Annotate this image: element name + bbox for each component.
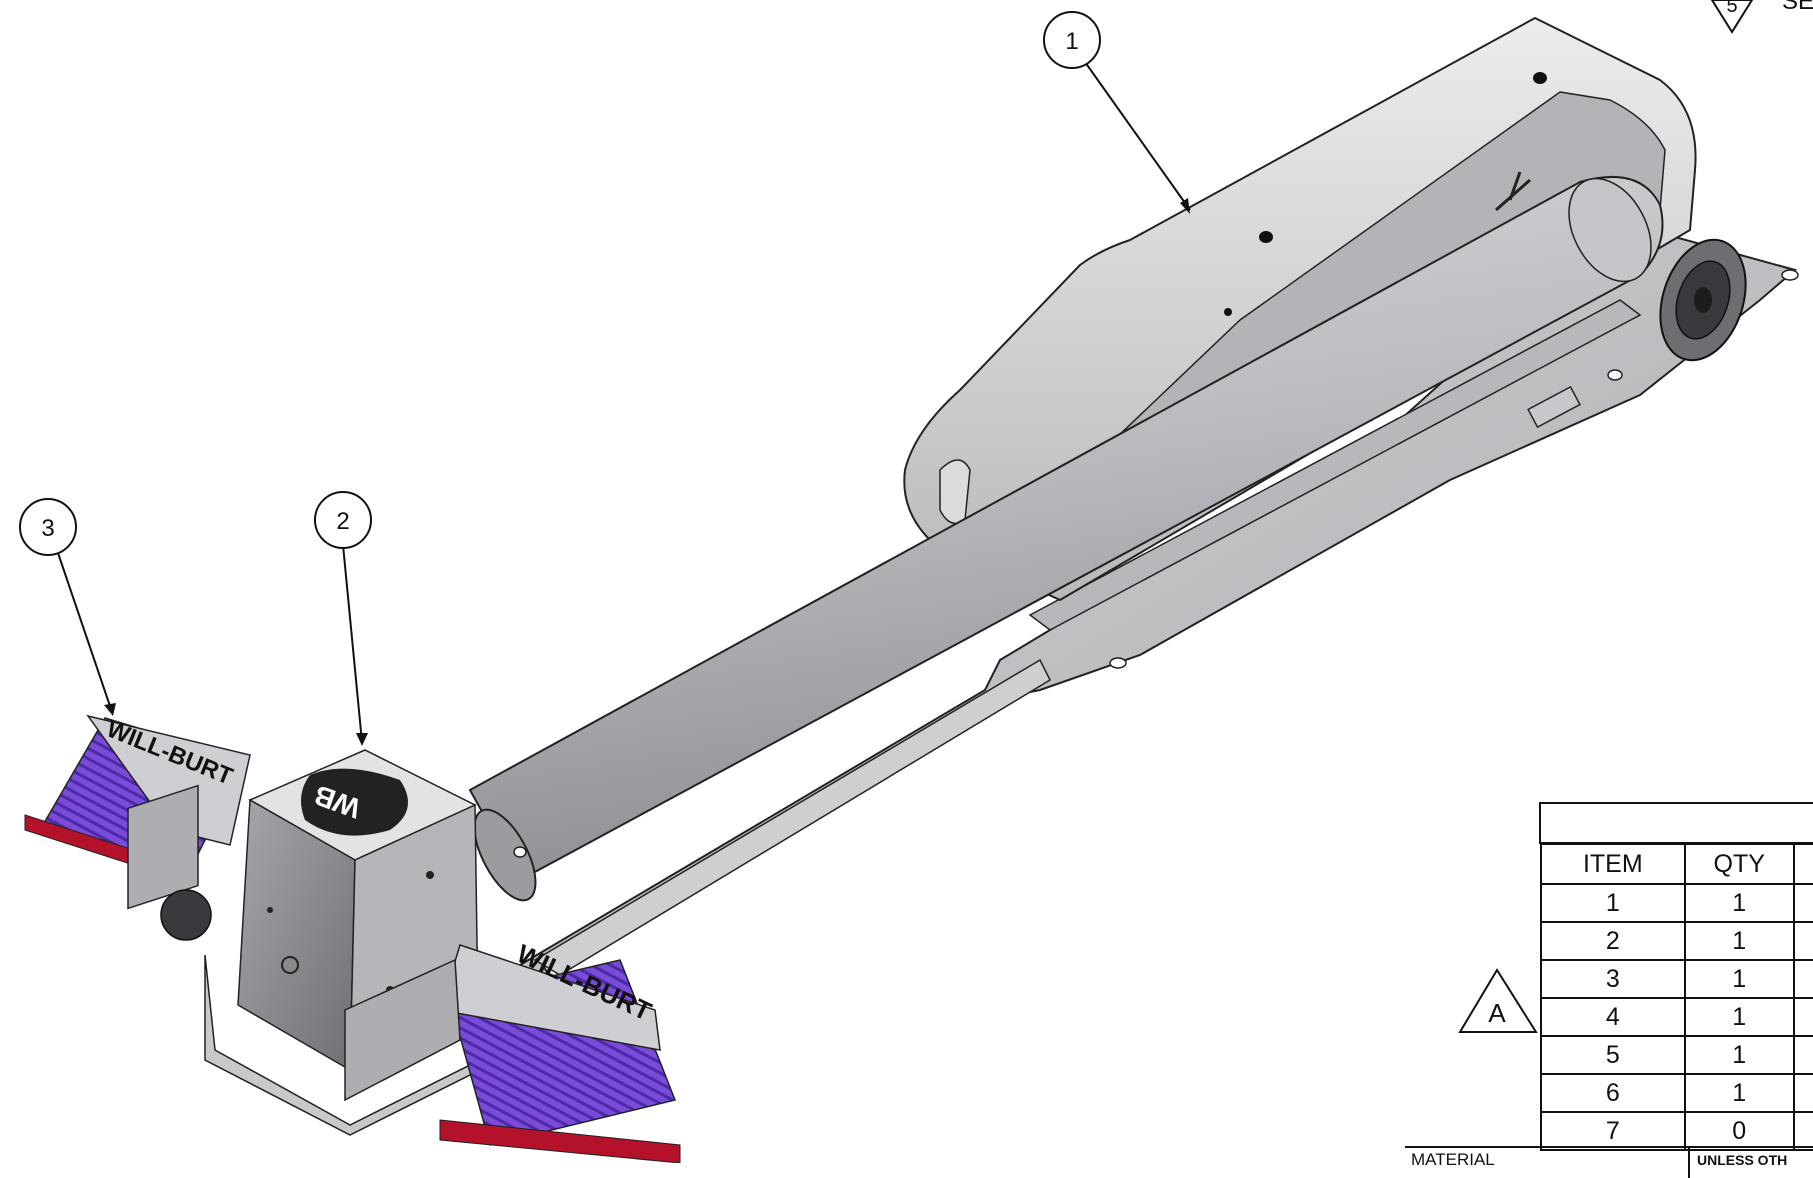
- balloon-1: 1: [1043, 11, 1101, 69]
- lower-rail: [533, 658, 1051, 976]
- svg-text:3: 3: [41, 515, 54, 542]
- material-label: MATERIAL: [1411, 1150, 1495, 1169]
- top-note-text: SE: [1782, 0, 1813, 15]
- balloon-2: 2: [314, 491, 372, 549]
- svg-text:5: 5: [1726, 0, 1737, 17]
- revision-triangle: A: [1458, 968, 1538, 1033]
- svg-text:A: A: [1488, 998, 1506, 1028]
- note-triangle: 5: [1710, 0, 1754, 34]
- svg-text:2: 2: [336, 508, 349, 535]
- leader-3: [57, 552, 113, 713]
- light-head-left: WILL-BURT: [24, 714, 251, 941]
- bom-header-item: ITEM: [1540, 843, 1686, 885]
- base-plate-slot: [1028, 299, 1642, 631]
- leader-1: [1084, 61, 1191, 211]
- housing-end-opening: [939, 459, 971, 525]
- title-block: MATERIAL UNLESS OTH: [1405, 1146, 1813, 1178]
- bom-header-qty: QTY: [1683, 843, 1795, 885]
- balloon-3: 3: [19, 498, 77, 556]
- center-gearbox: WB: [204, 749, 521, 1136]
- base-plate-tab: [1527, 385, 1581, 429]
- leader-2: [342, 544, 363, 743]
- unless-otherwise-label: UNLESS OTH: [1697, 1152, 1788, 1168]
- tube-end-collar: [473, 808, 537, 902]
- svg-text:1: 1: [1065, 28, 1078, 55]
- bom-frame: [1539, 802, 1813, 844]
